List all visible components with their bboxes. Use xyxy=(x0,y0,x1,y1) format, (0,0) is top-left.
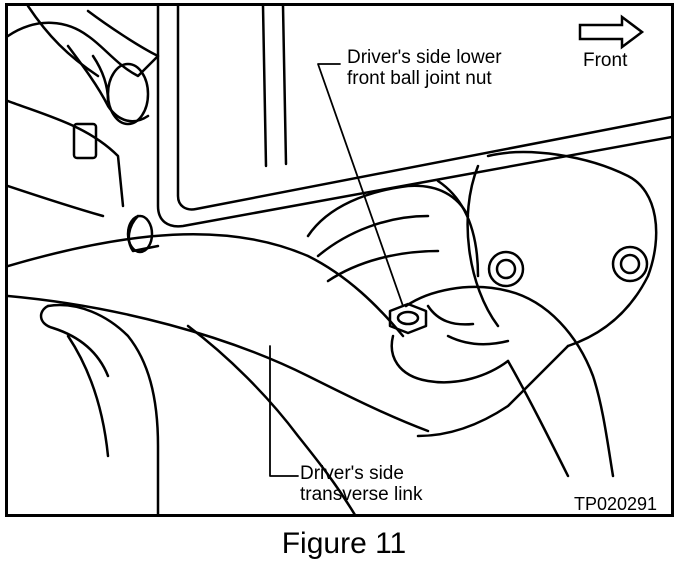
callout-text-line: transverse link xyxy=(300,484,423,505)
callout-text-line: Driver's side xyxy=(300,463,404,484)
ball-joint-nut xyxy=(388,302,428,335)
body-panel xyxy=(156,6,671,228)
callout-text-line: Driver's side lower xyxy=(347,47,502,68)
callout-text-line: front ball joint nut xyxy=(347,68,492,89)
figure-caption: Figure 11 xyxy=(281,527,407,560)
direction-label: Front xyxy=(583,50,628,71)
cv-boot xyxy=(306,179,480,283)
drive-shaft-boot xyxy=(8,6,160,126)
figure-code: TP020291 xyxy=(574,494,658,514)
right-arrow-icon xyxy=(578,14,646,50)
suspension-illustration xyxy=(8,6,671,514)
callout-ball-joint-nut: Driver's side lower front ball joint nut xyxy=(347,47,502,89)
right-hand xyxy=(390,285,615,478)
illustration-frame xyxy=(5,3,674,517)
steering-knuckle xyxy=(416,150,658,438)
callout-transverse-link: Driver's side transverse link xyxy=(300,463,423,505)
left-hand xyxy=(39,303,356,514)
bracket xyxy=(8,99,125,218)
callout-leaders xyxy=(269,63,404,477)
transverse-link-arm xyxy=(8,214,430,433)
